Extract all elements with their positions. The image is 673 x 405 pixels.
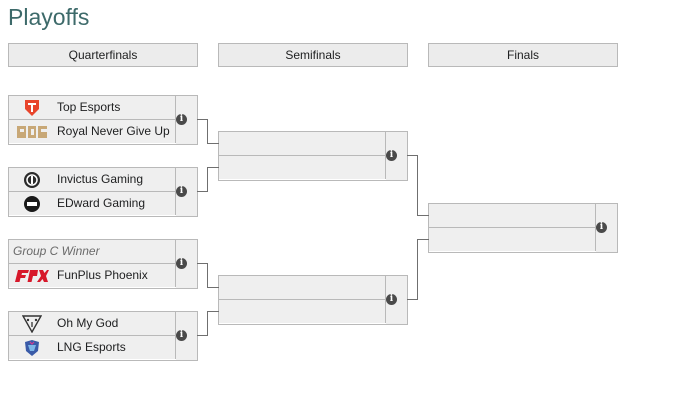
bracket-connector: [417, 215, 429, 216]
round-header-quarterfinals: Quarterfinals: [8, 43, 198, 67]
semifinal-match-1: i: [218, 131, 408, 181]
team-slot[interactable]: Group C Winner: [9, 240, 176, 264]
bracket-connector: [207, 167, 219, 168]
quarterfinal-match-1: Top Esports Royal Never Give Up i: [8, 95, 198, 145]
info-icon[interactable]: i: [386, 294, 397, 305]
team-name: Invictus Gaming: [57, 172, 144, 186]
info-icon[interactable]: i: [176, 258, 187, 269]
team-name: Top Esports: [57, 100, 121, 114]
team-slot[interactable]: Oh My God: [9, 312, 176, 336]
bracket-connector: [207, 143, 219, 144]
bracket-connector: [417, 155, 418, 215]
quarterfinal-match-4: Oh My God LNG Esports i: [8, 311, 198, 361]
team-slot[interactable]: Top Esports: [9, 96, 176, 120]
bracket-connector: [207, 287, 219, 288]
team-slot-empty[interactable]: [219, 276, 386, 300]
final-match: i: [428, 203, 618, 253]
team-slot[interactable]: EDward Gaming: [9, 192, 176, 215]
team-slot[interactable]: FunPlus Phoenix: [9, 264, 176, 287]
bracket-connector: [207, 119, 208, 143]
bracket-connector: [417, 239, 418, 300]
top-esports-logo: [15, 97, 49, 118]
team-slot-empty[interactable]: [219, 300, 386, 323]
bracket-connector: [407, 155, 418, 156]
lng-logo: [15, 337, 49, 358]
semifinal-match-2: i: [218, 275, 408, 325]
info-icon[interactable]: i: [176, 186, 187, 197]
bracket-connector: [197, 335, 208, 336]
team-name: Royal Never Give Up: [57, 124, 170, 138]
team-name: LNG Esports: [57, 340, 126, 354]
invictus-gaming-logo: [15, 169, 49, 190]
omg-logo: [15, 313, 49, 334]
fpx-logo: [15, 265, 49, 286]
team-slot-empty[interactable]: [219, 156, 386, 179]
round-header-finals: Finals: [428, 43, 618, 67]
team-slot-empty[interactable]: [219, 132, 386, 156]
team-slot-empty[interactable]: [429, 228, 596, 251]
bracket-connector: [197, 119, 208, 120]
bracket-connector: [207, 311, 219, 312]
info-icon[interactable]: i: [176, 330, 187, 341]
bracket-connector: [207, 311, 208, 336]
quarterfinal-match-2: Invictus Gaming EDward Gaming i: [8, 167, 198, 217]
team-name: EDward Gaming: [57, 196, 146, 210]
bracket-connector: [197, 263, 208, 264]
bracket-connector: [207, 167, 208, 192]
round-header-semifinals: Semifinals: [218, 43, 408, 67]
info-icon[interactable]: i: [386, 150, 397, 161]
bracket-connector: [407, 299, 418, 300]
team-name: FunPlus Phoenix: [57, 268, 148, 282]
info-icon[interactable]: i: [596, 222, 607, 233]
quarterfinal-match-3: Group C Winner FunPlus Phoenix i: [8, 239, 198, 289]
bracket-connector: [197, 191, 208, 192]
team-name: Oh My God: [57, 316, 119, 330]
edg-logo: [15, 193, 49, 214]
team-slot[interactable]: Invictus Gaming: [9, 168, 176, 192]
team-name-placeholder: Group C Winner: [13, 244, 100, 258]
info-icon[interactable]: i: [176, 114, 187, 125]
bracket-connector: [207, 263, 208, 287]
page-title: Playoffs: [8, 4, 90, 30]
bracket-connector: [417, 239, 429, 240]
rng-logo: [15, 121, 49, 142]
team-slot-empty[interactable]: [429, 204, 596, 228]
team-slot[interactable]: LNG Esports: [9, 336, 176, 359]
team-slot[interactable]: Royal Never Give Up: [9, 120, 176, 143]
